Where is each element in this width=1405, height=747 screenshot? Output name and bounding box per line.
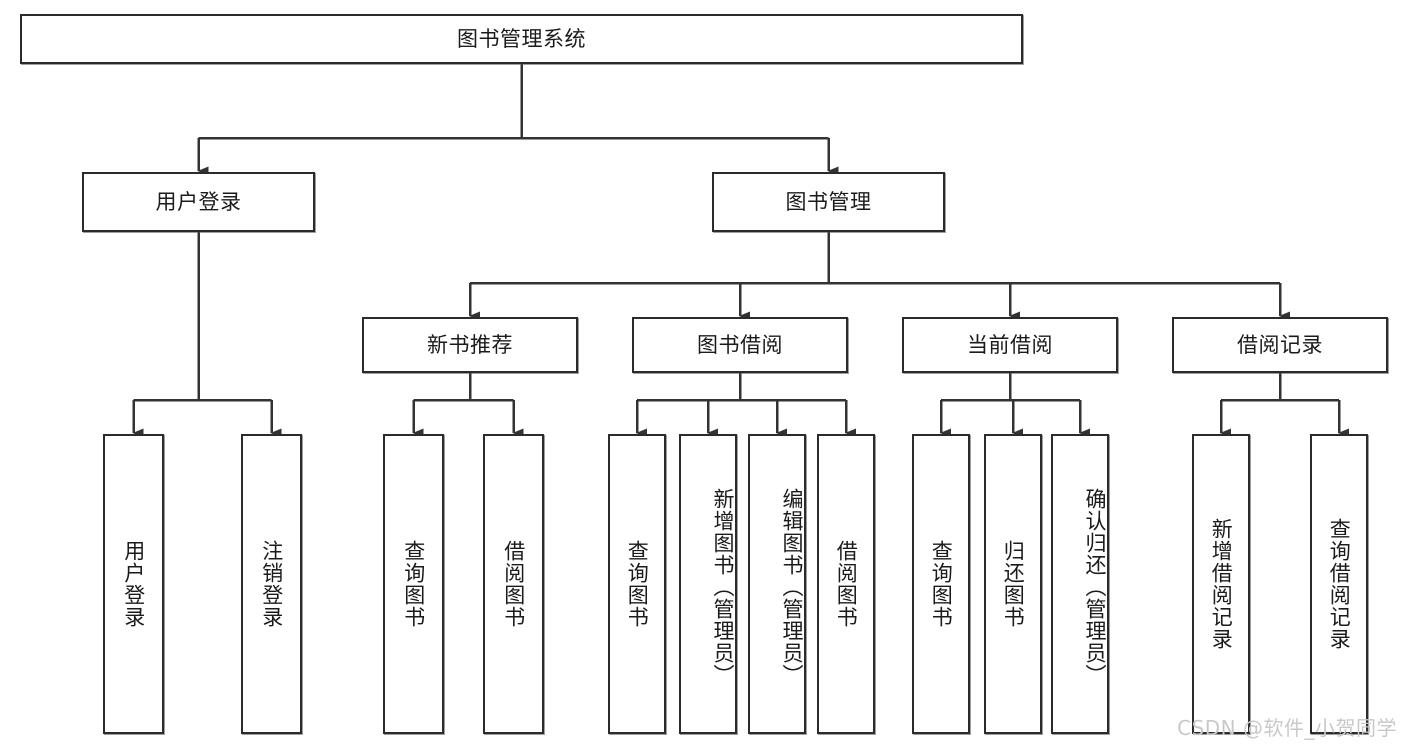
node-leaf-query-book-1[interactable]: 查询图书 xyxy=(383,434,444,734)
node-leaf-query-borrow-record[interactable]: 查询借阅记录 xyxy=(1310,434,1368,734)
node-label-root: 图书管理系统 xyxy=(457,26,586,51)
node-current-borrow[interactable]: 当前借阅 xyxy=(902,317,1118,373)
node-label-book-manage: 图书管理 xyxy=(785,189,872,214)
node-leaf-borrow-book-2[interactable]: 借阅图书 xyxy=(817,434,875,734)
node-leaf-add-book-admin[interactable]: 新增图书（管理员） xyxy=(679,434,737,734)
node-borrow-record[interactable]: 借阅记录 xyxy=(1172,317,1388,373)
node-label-leaf-borrow-book-1: 借阅图书 xyxy=(501,540,526,628)
node-root[interactable]: 图书管理系统 xyxy=(20,14,1023,64)
node-label-leaf-user-login: 用户登录 xyxy=(121,540,146,628)
edges-group xyxy=(132,64,1349,438)
node-label-leaf-add-book-admin: 新增图书（管理员） xyxy=(711,488,735,686)
node-leaf-edit-book-admin[interactable]: 编辑图书（管理员） xyxy=(748,434,806,734)
node-book-manage[interactable]: 图书管理 xyxy=(712,172,945,232)
node-book-borrow[interactable]: 图书借阅 xyxy=(632,317,848,373)
node-label-borrow-record: 借阅记录 xyxy=(1237,332,1323,357)
node-label-leaf-add-borrow-record: 新增借阅记录 xyxy=(1209,518,1234,650)
node-label-leaf-edit-book-admin: 编辑图书（管理员） xyxy=(780,488,804,686)
node-label-leaf-logout: 注销登录 xyxy=(259,540,284,628)
node-leaf-logout[interactable]: 注销登录 xyxy=(241,434,302,734)
node-leaf-return-book[interactable]: 归还图书 xyxy=(984,434,1042,734)
node-user-login[interactable]: 用户登录 xyxy=(82,172,315,232)
node-label-leaf-confirm-return-admin: 确认归还（管理员） xyxy=(1083,488,1107,686)
node-label-current-borrow: 当前借阅 xyxy=(967,332,1053,357)
watermark-text: CSDN @软件_小贺同学 xyxy=(1177,716,1397,740)
node-label-new-book-recommend: 新书推荐 xyxy=(427,332,513,357)
node-leaf-borrow-book-1[interactable]: 借阅图书 xyxy=(483,434,544,734)
node-label-book-borrow: 图书借阅 xyxy=(697,332,783,357)
node-leaf-confirm-return-admin[interactable]: 确认归还（管理员） xyxy=(1051,434,1109,734)
node-label-leaf-query-book-3: 查询图书 xyxy=(929,540,954,628)
node-leaf-query-book-3[interactable]: 查询图书 xyxy=(912,434,970,734)
node-leaf-query-book-2[interactable]: 查询图书 xyxy=(608,434,666,734)
node-leaf-add-borrow-record[interactable]: 新增借阅记录 xyxy=(1192,434,1250,734)
node-label-leaf-query-book-2: 查询图书 xyxy=(625,540,650,628)
node-label-leaf-return-book: 归还图书 xyxy=(1001,540,1026,628)
node-label-leaf-query-borrow-record: 查询借阅记录 xyxy=(1327,518,1352,650)
node-new-book-recommend[interactable]: 新书推荐 xyxy=(362,317,578,373)
node-leaf-user-login[interactable]: 用户登录 xyxy=(103,434,164,734)
node-label-leaf-borrow-book-2: 借阅图书 xyxy=(834,540,859,628)
node-label-leaf-query-book-1: 查询图书 xyxy=(401,540,426,628)
node-label-user-login: 用户登录 xyxy=(155,189,242,214)
